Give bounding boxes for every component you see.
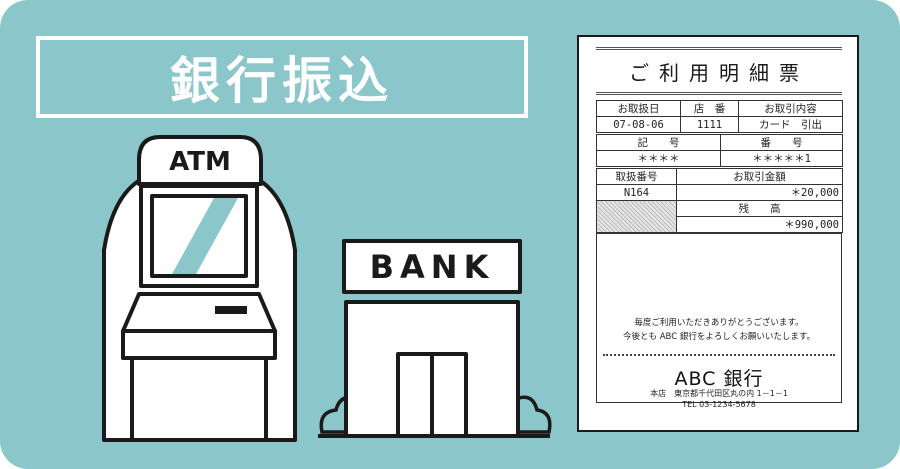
table-cell: ＊＊＊＊＊1: [720, 150, 843, 167]
table-row: 残 高: [596, 200, 843, 233]
table-row: ＊＊＊＊ ＊＊＊＊＊1: [596, 150, 843, 167]
atm-base: [130, 356, 268, 442]
table-cell: 記 号: [596, 134, 721, 151]
atm-header: [137, 135, 263, 186]
table-cell: ＊＊＊＊: [596, 150, 721, 167]
table-row: 07-08-06 1111 カード 引出: [596, 116, 843, 133]
atm-screen-glare: [172, 198, 238, 274]
receipt-table-mid: 記 号 番 号 ＊＊＊＊ ＊＊＊＊＊1: [596, 134, 843, 167]
table-cell: 07-08-06: [596, 116, 681, 133]
title-text: 銀行振込: [170, 52, 394, 110]
table-row: 記 号 番 号: [596, 134, 843, 151]
table-row: お取扱日 店 番 お取引内容: [596, 100, 843, 117]
table-cell: ＊20,000: [676, 184, 843, 201]
dotted-divider: [603, 354, 835, 356]
hatched-cell: [596, 200, 677, 233]
table-cell: N164: [596, 184, 677, 201]
table-cell: 番 号: [720, 134, 843, 151]
receipt-table-top: お取扱日 店 番 お取引内容 07-08-06 1111 カード 引出: [596, 100, 843, 133]
atm-ledge: [121, 329, 277, 360]
receipt-address: 本店 東京都千代田区丸の内 1－1－1: [650, 389, 788, 398]
bank-label: BANK: [370, 248, 495, 286]
receipt: ご利用明細票 お取扱日 店 番 お取引内容 07-08-06 1111 カード …: [577, 35, 859, 432]
bank-door-right: [430, 352, 468, 438]
title-banner: 銀行振込: [36, 36, 528, 118]
receipt-bank-name: ABC 銀行: [674, 368, 764, 390]
atm-label: ATM: [169, 147, 231, 177]
receipt-message-box: 毎度ご利用いただきありがとうございます。 今後とも ABC 銀行をよろしくお願い…: [596, 233, 842, 409]
table-cell: お取扱日: [596, 100, 681, 117]
bank-door-left: [396, 352, 434, 438]
atm-machine: [102, 135, 297, 442]
receipt-header: ご利用明細票: [596, 47, 842, 95]
table-cell: 残 高: [676, 200, 843, 217]
atm-console: [121, 292, 277, 333]
receipt-message-line2: 今後とも ABC 銀行をよろしくお願いいたします。: [623, 332, 815, 342]
table-row: 取扱番号 お取引金額: [596, 168, 843, 185]
receipt-table-bottom: 取扱番号 お取引金額 N164 ＊20,000 残 高 ＊990,000: [596, 168, 843, 233]
receipt-tel: TEL 03-1234-5678: [682, 400, 756, 409]
table-cell: カード 引出: [738, 116, 843, 133]
table-cell: 1111: [680, 116, 739, 133]
table-row: N164 ＊20,000: [596, 184, 843, 201]
receipt-message-line1: 毎度ご利用いただきありがとうございます。: [634, 318, 804, 328]
table-row: ＊990,000: [597, 216, 843, 233]
table-cell: お取引内容: [738, 100, 843, 117]
table-cell: 店 番: [680, 100, 739, 117]
bank-sign: [342, 239, 522, 294]
table-cell: お取引金額: [676, 168, 843, 185]
bank-building: [318, 239, 550, 438]
table-cell: ＊990,000: [676, 216, 843, 233]
table-cell: 取扱番号: [596, 168, 677, 185]
receipt-title: ご利用明細票: [629, 60, 809, 85]
atm-card-slot: [215, 306, 247, 314]
